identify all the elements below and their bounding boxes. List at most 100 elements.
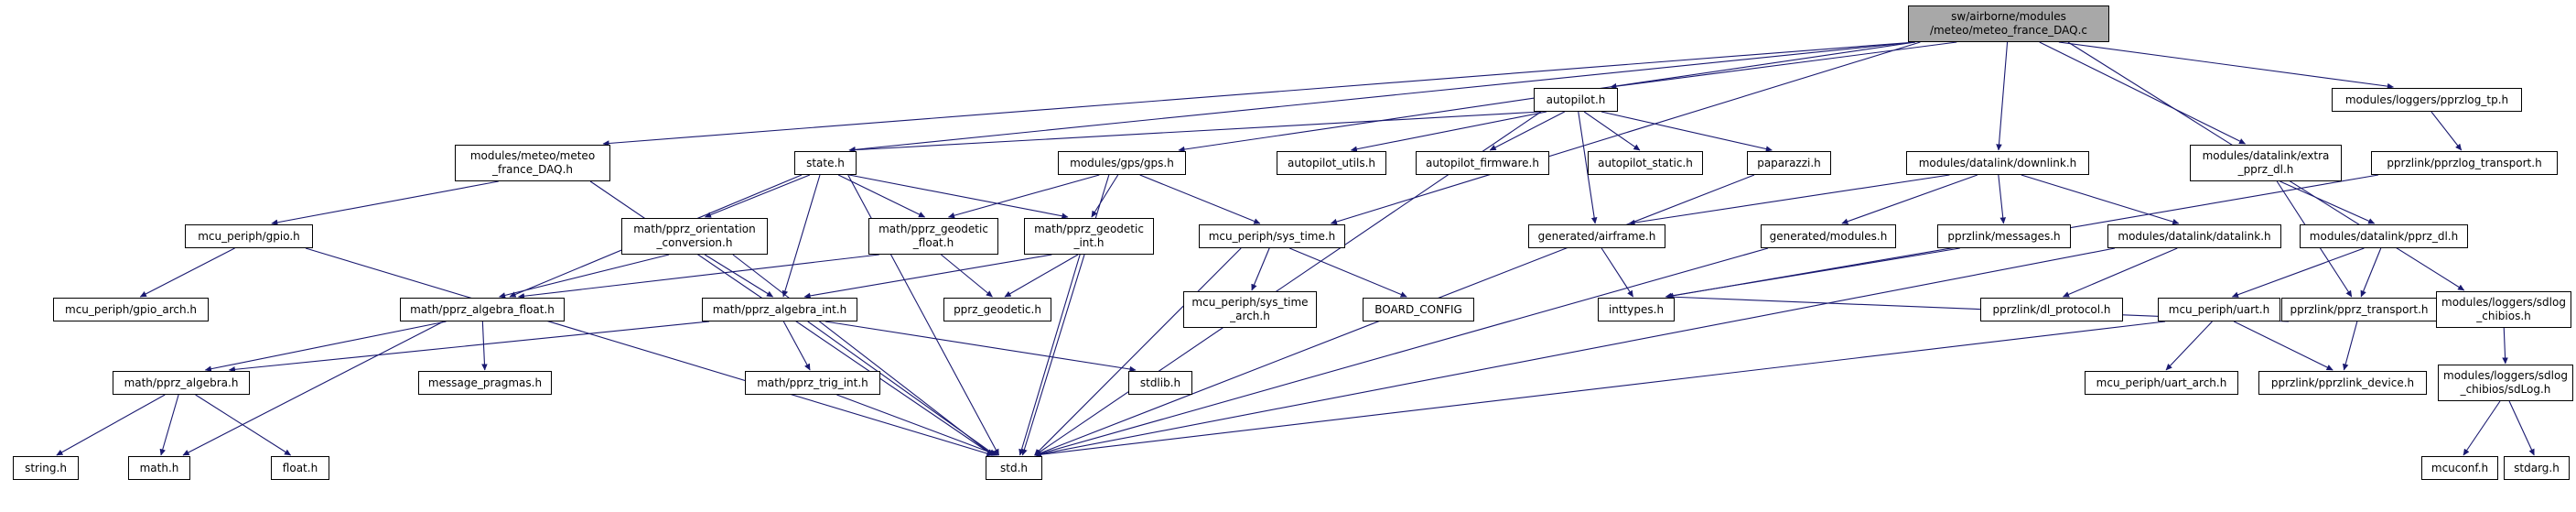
include-edge-sdlog_file-mcuconf — [2463, 400, 2501, 456]
graph-node-geo_float[interactable]: math/pprz_geodetic _float.h — [868, 218, 998, 255]
graph-node-alg_int[interactable]: math/pprz_algebra_int.h — [702, 298, 857, 321]
graph-node-sdlog_file[interactable]: modules/loggers/sdlog _chibios/sdLog.h — [2438, 365, 2573, 401]
include-edge-geo_int-geodetic — [1004, 254, 1079, 298]
graph-node-mf_daq_h[interactable]: modules/meteo/meteo _france_DAQ.h — [455, 145, 610, 181]
graph-node-messages[interactable]: pprzlink/messages.h — [1937, 224, 2071, 248]
include-edge-sdlog_chibios-sdlog_file — [2502, 327, 2508, 365]
graph-node-mcuconf[interactable]: mcuconf.h — [2421, 456, 2498, 480]
include-edge-alg_float-algebra — [204, 321, 447, 372]
include-edge-gps_h-geo_int — [1091, 174, 1119, 218]
graph-node-string_h[interactable]: string.h — [13, 456, 79, 480]
graph-node-main: sw/airborne/modules /meteo/meteo_france_… — [1908, 5, 2109, 42]
include-edge-algebra-math_h — [159, 394, 179, 456]
include-edge-autopilot_h-state_h — [848, 111, 1542, 153]
include-edge-orient_conv-alg_int — [704, 254, 774, 298]
graph-node-dl_protocol[interactable]: pprzlink/dl_protocol.h — [1980, 298, 2123, 321]
include-edge-orient_conv-std_h — [732, 254, 994, 456]
include-edge-geo_float-alg_float — [517, 254, 879, 300]
include-edge-uart_h-pprzlink_device — [2233, 321, 2333, 371]
include-edge-main-autopilot_h — [1610, 41, 1957, 90]
graph-node-uart_arch[interactable]: mcu_periph/uart_arch.h — [2085, 371, 2238, 395]
include-edge-downlink_h-airframe — [1628, 174, 1950, 226]
graph-node-algebra[interactable]: math/pprz_algebra.h — [113, 371, 250, 395]
include-edge-state_h-orient_conv — [704, 174, 811, 218]
graph-node-state_h[interactable]: state.h — [794, 151, 857, 175]
include-edge-autopilot_h-paparazzi_h — [1601, 111, 1773, 152]
include-edge-alg_float-msg_pragmas — [481, 321, 488, 371]
graph-node-trig_int[interactable]: math/pprz_trig_int.h — [745, 371, 880, 395]
include-edge-algebra-float_h — [195, 394, 292, 456]
graph-node-gen_modules[interactable]: generated/modules.h — [1761, 224, 1896, 248]
include-edge-main-state_h — [848, 41, 1916, 153]
include-edge-airframe-inttypes — [1601, 247, 1634, 298]
include-edge-gpio_h-gpio_arch — [139, 247, 235, 298]
include-edge-autopilot_h-ap_static — [1583, 111, 1641, 151]
include-edge-sdlog_file-stdarg — [2508, 400, 2535, 456]
include-edge-pprz_transport-pprzlink_device — [2342, 321, 2358, 371]
include-edge-autopilot_h-airframe — [1578, 111, 1598, 224]
graph-node-ap_static[interactable]: autopilot_static.h — [1588, 151, 1703, 175]
include-edge-geo_float-geodetic — [941, 254, 993, 298]
graph-node-geo_int[interactable]: math/pprz_geodetic _int.h — [1024, 218, 1154, 255]
graph-node-float_h[interactable]: float.h — [271, 456, 329, 480]
graph-node-sys_time_arch[interactable]: mcu_periph/sys_time _arch.h — [1183, 291, 1317, 328]
include-edge-messages-inttypes — [1665, 247, 1960, 300]
include-edge-gps_h-sys_time — [1139, 174, 1261, 224]
graph-node-stdarg[interactable]: stdarg.h — [2504, 456, 2570, 480]
include-edge-sys_time-std_h — [1034, 247, 1242, 456]
graph-node-gps_h[interactable]: modules/gps/gps.h — [1058, 151, 1186, 175]
include-edge-gps_h-geo_float — [947, 174, 1100, 219]
graph-node-board_config[interactable]: BOARD_CONFIG — [1363, 298, 1474, 321]
graph-node-pprz_transport[interactable]: pprzlink/pprz_transport.h — [2281, 298, 2437, 321]
include-edge-trig_int-std_h — [836, 394, 998, 456]
include-edge-uart_h-std_h — [1034, 321, 2166, 458]
graph-node-uart_h[interactable]: mcu_periph/uart.h — [2158, 298, 2280, 321]
graph-node-sdlog_chibios[interactable]: modules/loggers/sdlog _chibios.h — [2436, 291, 2571, 328]
include-edge-state_h-alg_int — [781, 174, 821, 298]
include-edge-main-pprzlog_tp — [2058, 41, 2394, 90]
include-edge-alg_int-trig_int — [782, 321, 811, 371]
include-edge-gpio_h-std_h — [305, 247, 994, 457]
include-edge-geo_int-std_h — [1019, 254, 1081, 456]
graph-node-pprzlog_tp[interactable]: modules/loggers/pprzlog_tp.h — [2332, 88, 2522, 112]
include-edge-mf_daq_h-gpio_h — [271, 180, 499, 226]
graph-node-airframe[interactable]: generated/airframe.h — [1528, 224, 1665, 248]
include-edge-pprz_dl-uart_h — [2231, 247, 2365, 298]
graph-node-ap_fw[interactable]: autopilot_firmware.h — [1416, 151, 1549, 175]
graph-node-pprz_dl[interactable]: modules/datalink/pprz_dl.h — [2300, 224, 2468, 248]
graph-node-stdlib[interactable]: stdlib.h — [1128, 371, 1192, 395]
include-edge-extra_pprz-pprz_dl — [2280, 180, 2376, 224]
include-edge-main-downlink_h — [1996, 41, 2009, 151]
include-edge-sys_time-board_config — [1288, 247, 1407, 298]
graph-node-ap_utils[interactable]: autopilot_utils.h — [1277, 151, 1386, 175]
include-edge-autopilot_h-ap_utils — [1350, 111, 1547, 152]
graph-node-gpio_h[interactable]: mcu_periph/gpio.h — [185, 224, 313, 248]
graph-node-std_h[interactable]: std.h — [986, 456, 1042, 480]
graph-node-inttypes[interactable]: inttypes.h — [1598, 298, 1675, 321]
graph-node-paparazzi_h[interactable]: paparazzi.h — [1747, 151, 1831, 175]
graph-node-extra_pprz[interactable]: modules/datalink/extra _pprz_dl.h — [2190, 145, 2342, 181]
include-edge-pprz_dl-pprz_transport — [2360, 247, 2382, 298]
include-edge-sys_time-sys_time_arch — [1251, 247, 1270, 291]
graph-node-orient_conv[interactable]: math/pprz_orientation _conversion.h — [621, 218, 768, 255]
include-edge-orient_conv-alg_float — [499, 254, 670, 299]
graph-node-pprzlog_transport[interactable]: pprzlink/pprzlog_transport.h — [2371, 151, 2558, 175]
graph-node-alg_float[interactable]: math/pprz_algebra_float.h — [400, 298, 565, 321]
include-edge-uart_h-uart_arch — [2165, 321, 2213, 371]
graph-node-geodetic[interactable]: pprz_geodetic.h — [943, 298, 1051, 321]
graph-node-downlink_h[interactable]: modules/datalink/downlink.h — [1906, 151, 2089, 175]
graph-node-math_h[interactable]: math.h — [128, 456, 190, 480]
include-edge-downlink_h-gen_modules — [1841, 174, 1978, 224]
include-edge-downlink_h-datalink_h — [2021, 174, 2180, 225]
include-edge-downlink_h-messages — [1998, 174, 2007, 224]
include-edge-state_h-geo_int — [848, 174, 1069, 219]
graph-node-gpio_arch[interactable]: mcu_periph/gpio_arch.h — [53, 298, 209, 321]
graph-node-msg_pragmas[interactable]: message_pragmas.h — [418, 371, 552, 395]
graph-node-sys_time[interactable]: mcu_periph/sys_time.h — [1199, 224, 1345, 248]
graph-node-pprzlink_device[interactable]: pprzlink/pprzlink_device.h — [2258, 371, 2427, 395]
include-edge-datalink_h-std_h — [1034, 247, 2116, 457]
graph-node-autopilot_h[interactable]: autopilot.h — [1534, 88, 1618, 112]
include-edge-autopilot_h-ap_fw — [1489, 111, 1566, 151]
graph-node-datalink_h[interactable]: modules/datalink/datalink.h — [2107, 224, 2281, 248]
